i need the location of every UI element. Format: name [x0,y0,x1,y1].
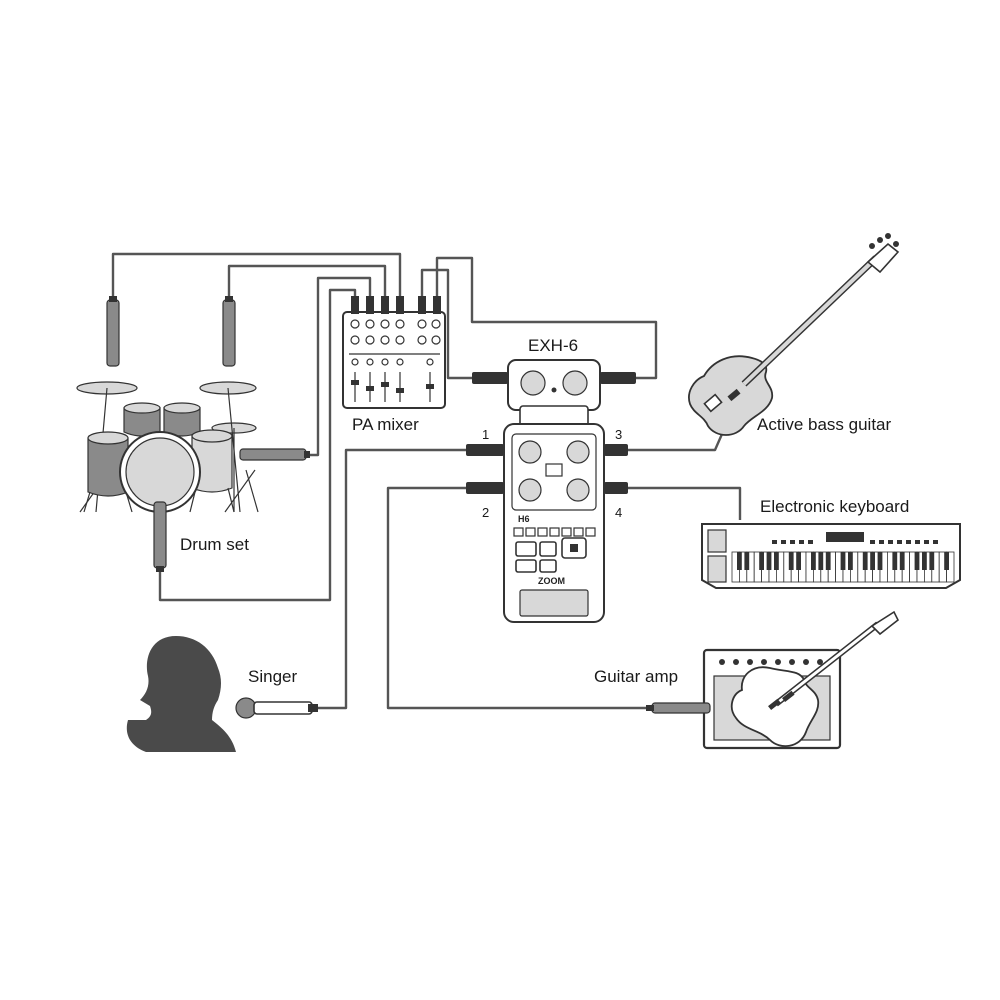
input-jack-3 [604,444,628,456]
transport-buttons [515,537,587,573]
amp-knobs [719,659,823,665]
black-key [840,552,846,570]
black-key [825,552,831,570]
singer [126,636,318,752]
snare-mic [239,448,310,461]
mixer-faders [351,372,434,402]
exh6-label: EXH-6 [528,336,578,355]
black-key [929,552,935,570]
pa-mixer-label: PA mixer [352,415,419,434]
black-key [922,552,927,570]
black-key [796,552,801,570]
input-4-knob [566,478,590,502]
cable-overhead-right [227,264,387,300]
exh6-input-right [600,372,636,384]
black-key [914,552,920,570]
input-2-label: 2 [482,505,489,520]
mixer-knobs [349,319,441,366]
black-key [892,552,898,570]
active-bass-guitar [688,233,900,436]
handheld-mic [235,697,318,719]
cable-snare-mic [308,276,372,457]
input-jack-4 [604,482,628,494]
black-key [774,552,779,570]
overhead-mic-left [106,296,120,367]
exh6-knob-right [562,370,588,396]
input-2-knob [518,478,542,502]
drum-microphones [106,296,310,572]
guitar-headstock [870,610,900,636]
input-4-label: 4 [615,505,622,520]
overhead-mic-right [222,296,236,367]
black-key [877,552,883,570]
cable-kick-mic [158,288,357,602]
recorder-logo: ZOOM [538,576,565,586]
black-key [870,552,875,570]
electronic-keyboard-label: Electronic keyboard [760,497,909,516]
black-key [862,552,868,570]
exh6-capsule [472,359,636,429]
electronic-keyboard [701,523,961,589]
black-key [944,552,949,570]
black-key [737,552,742,570]
black-key [744,552,750,570]
black-key [811,552,816,570]
exh6-input-left [472,372,508,384]
bass-headstock [866,242,900,274]
pa-mixer [342,296,446,409]
cable-bass-to-in3 [628,433,724,452]
track-buttons [513,527,596,537]
cables [111,252,742,710]
recorder-screen [519,589,589,617]
cable-keyboard-to-in4 [628,486,742,520]
black-key [848,552,853,570]
black-key [899,552,905,570]
input-jack-2 [466,482,504,494]
kick-mic [153,501,167,572]
recorder-model: H6 [518,514,530,524]
guitar-amp-label: Guitar amp [594,667,678,686]
singer-label: Singer [248,667,297,686]
active-bass-guitar-label: Active bass guitar [757,415,892,434]
input-1-label: 1 [482,427,489,442]
input-1-knob [518,440,542,464]
black-key [759,552,764,570]
singer-silhouette [126,636,236,752]
cable-overhead-left [111,252,402,300]
black-key [788,552,794,570]
input-3-knob [566,440,590,464]
exh6-knob-left [520,370,546,396]
cable-singer-to-in1 [318,448,466,710]
input-3-label: 3 [615,427,622,442]
cable-amp-to-in2 [386,486,652,710]
black-key [818,552,824,570]
input-jack-1 [466,444,504,456]
electric-guitar [730,610,900,747]
keyboard-keys [731,551,955,583]
black-key [766,552,772,570]
amp-mic [646,702,711,714]
drum-set [76,381,259,513]
cable-mixer-to-exh6-left [420,268,472,380]
cable-mixer-to-exh6-right [435,256,658,380]
keyboard-panel-buttons [772,540,938,544]
h6-recorder: H6 ZOOM [466,423,628,623]
drum-set-label: Drum set [180,535,249,554]
